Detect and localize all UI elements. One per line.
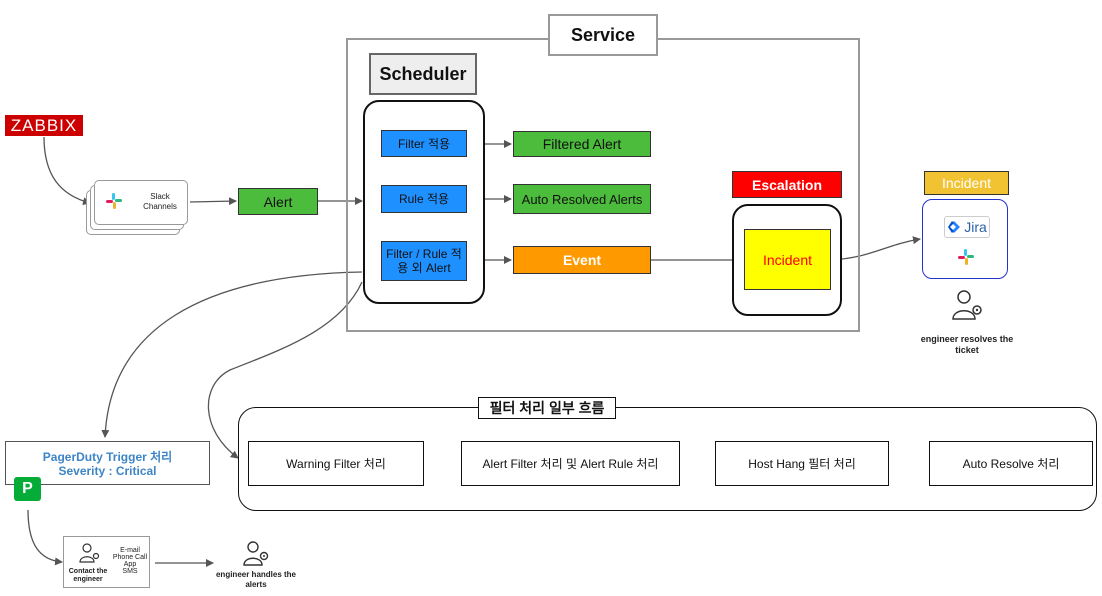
pagerduty-severity-label: Severity : Critical <box>58 464 157 478</box>
pagerduty-icon: P <box>14 477 41 501</box>
slack-icon <box>106 193 122 209</box>
auto-resolved-box: Auto Resolved Alerts <box>513 184 651 214</box>
contact-channel-phone: Phone Call <box>112 554 148 561</box>
engineer-resolves-caption: engineer resolves the ticket <box>920 334 1014 355</box>
slack-channels-label: Slack Channels <box>143 192 177 211</box>
jira-icon <box>948 221 961 233</box>
slack-icon <box>958 249 974 265</box>
engineer-icon <box>243 541 269 566</box>
jira-label: Jira <box>964 219 987 235</box>
rule-filter-apply: Filter 적용 <box>381 130 467 157</box>
contact-channel-app: App <box>123 561 137 568</box>
escalation-title: Escalation <box>732 171 842 198</box>
wire-pd-contact <box>27 509 63 566</box>
filtered-alert-box: Filtered Alert <box>513 131 651 157</box>
engineer-icon <box>79 543 100 563</box>
wire-slack-alert <box>189 197 237 206</box>
wire-scheduler-pagerduty <box>101 271 363 438</box>
escalation-incident-box: Incident <box>744 229 831 290</box>
contact-channel-sms: SMS <box>122 568 138 575</box>
rule-other-alert: Filter / Rule 적용 외 Alert <box>381 241 467 281</box>
zabbix-logo: ZABBIX <box>5 115 83 136</box>
scheduler-title: Scheduler <box>369 53 477 95</box>
jira-card <box>922 199 1008 279</box>
wire-incident-jira <box>830 236 921 261</box>
wire-scheduler-filterflow <box>207 281 363 459</box>
contact-channels: E-mail Phone Call App SMS <box>110 547 150 575</box>
filter-step-alert-rule: Alert Filter 처리 및 Alert Rule 처리 <box>461 441 680 486</box>
engineer-icon <box>952 290 982 320</box>
slack-channels-card: Slack Channels <box>94 180 188 225</box>
incident-title: Incident <box>924 171 1009 195</box>
pagerduty-trigger-box: PagerDuty Trigger 처리 Severity : Critical <box>5 441 210 485</box>
filter-flow-title: 필터 처리 일부 흐름 <box>478 397 616 419</box>
event-box: Event <box>513 246 651 274</box>
filter-step-warning: Warning Filter 처리 <box>248 441 424 486</box>
contact-engineer-caption: Contact the engineer <box>68 568 108 583</box>
alert-box: Alert <box>238 188 318 215</box>
pagerduty-trigger-label: PagerDuty Trigger 처리 <box>42 450 173 464</box>
engineer-handles-caption: engineer handles the alerts <box>215 570 297 589</box>
rule-rule-apply: Rule 적용 <box>381 185 467 213</box>
service-title: Service <box>548 14 658 56</box>
filter-step-host-hang: Host Hang 필터 처리 <box>715 441 889 486</box>
filter-step-auto-resolve: Auto Resolve 처리 <box>929 441 1093 486</box>
contact-channel-email: E-mail <box>120 547 140 554</box>
contact-card: Contact the engineer E-mail Phone Call A… <box>63 536 150 588</box>
wire-zabbix-slack <box>43 136 91 206</box>
jira-logo: Jira <box>944 216 990 238</box>
